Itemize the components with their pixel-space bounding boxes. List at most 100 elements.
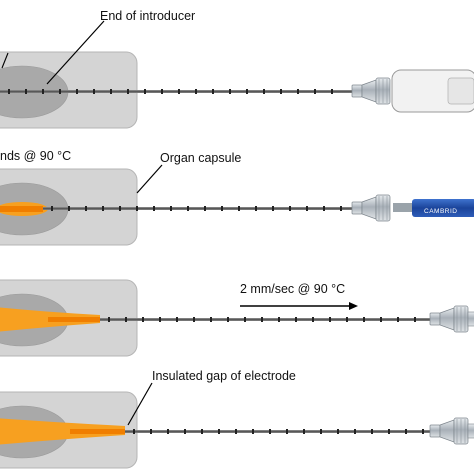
needle-depth-mark <box>221 206 223 211</box>
needle-depth-mark <box>150 429 152 434</box>
panel-pullback <box>0 279 474 357</box>
needle-depth-mark <box>306 206 308 211</box>
needle-depth-mark <box>380 317 382 322</box>
panel-introducer-placement <box>0 51 474 129</box>
needle-depth-mark <box>153 206 155 211</box>
handle-brand-text: CAMBRID <box>424 208 457 215</box>
blue-handle-neck <box>393 203 415 212</box>
needle-depth-mark <box>422 429 424 434</box>
electrode-tip <box>48 317 100 322</box>
needle-depth-mark <box>108 317 110 322</box>
needle-depth-mark <box>85 206 87 211</box>
needle-depth-mark <box>280 89 282 94</box>
needle-depth-mark <box>167 429 169 434</box>
needle-depth-mark <box>176 317 178 322</box>
needle-depth-mark <box>51 206 53 211</box>
needle-depth-mark <box>261 317 263 322</box>
introducer-leader-line <box>46 20 105 85</box>
needle-depth-mark <box>136 206 138 211</box>
needle-shaft <box>125 430 430 433</box>
capsule-leader-line <box>136 164 163 194</box>
hub-collar <box>429 424 441 438</box>
needle-shaft <box>100 318 430 321</box>
needle-depth-mark <box>235 429 237 434</box>
electrode-tip <box>0 206 43 212</box>
hub-cap <box>467 311 474 327</box>
needle-depth-mark <box>42 89 44 94</box>
handle-label-area <box>447 77 474 105</box>
needle-depth-mark <box>201 429 203 434</box>
needle-depth-mark <box>195 89 197 94</box>
needle-depth-mark <box>25 89 27 94</box>
needle-depth-mark <box>405 429 407 434</box>
panel-ablation-start <box>0 168 474 246</box>
needle-depth-mark <box>244 317 246 322</box>
needle-depth-mark <box>331 89 333 94</box>
needle-depth-mark <box>263 89 265 94</box>
needle-depth-mark <box>414 317 416 322</box>
needle-depth-mark <box>144 89 146 94</box>
left-leader-line <box>1 52 9 69</box>
needle-depth-mark <box>68 206 70 211</box>
needle-depth-mark <box>363 317 365 322</box>
needle-depth-mark <box>59 89 61 94</box>
needle-depth-mark <box>229 89 231 94</box>
needle-depth-mark <box>170 206 172 211</box>
needle-depth-mark <box>178 89 180 94</box>
needle-depth-mark <box>255 206 257 211</box>
end-of-introducer-label: End of introducer <box>100 9 196 23</box>
needle-depth-mark <box>210 317 212 322</box>
organ-capsule-label: Organ capsule <box>160 151 242 165</box>
hub-cone <box>361 196 377 220</box>
needle-depth-mark <box>102 206 104 211</box>
needle-depth-mark <box>303 429 305 434</box>
needle-depth-mark <box>337 429 339 434</box>
insulated-gap-label: Insulated gap of electrode <box>152 369 296 383</box>
needle-depth-mark <box>289 206 291 211</box>
needle-depth-mark <box>314 89 316 94</box>
needle-depth-mark <box>93 89 95 94</box>
needle-depth-mark <box>346 317 348 322</box>
needle-depth-mark <box>127 89 129 94</box>
ablation-temperature-label: nds @ 90 °C <box>0 149 72 163</box>
needle-shaft <box>43 207 352 210</box>
pullback-rate-label: 2 mm/sec @ 90 °C <box>240 282 346 296</box>
hub-cap <box>467 423 474 439</box>
needle-depth-mark <box>252 429 254 434</box>
hub-collar <box>351 84 363 98</box>
needle-depth-mark <box>142 317 144 322</box>
needle-depth-mark <box>76 89 78 94</box>
hub-collar <box>351 201 363 215</box>
needle-depth-mark <box>388 429 390 434</box>
needle-depth-mark <box>371 429 373 434</box>
needle-depth-mark <box>125 317 127 322</box>
blue-handle <box>412 199 474 217</box>
needle-depth-mark <box>119 206 121 211</box>
needle-depth-mark <box>269 429 271 434</box>
hub-cone <box>361 79 377 103</box>
needle-depth-mark <box>320 429 322 434</box>
needle-depth-mark <box>312 317 314 322</box>
needle-depth-mark <box>159 317 161 322</box>
needle-depth-mark <box>193 317 195 322</box>
hub-cone <box>439 419 455 443</box>
electrode-tip <box>70 429 125 434</box>
ablation-zone <box>0 418 125 445</box>
pullback-arrow-head <box>349 302 358 310</box>
needle-depth-mark <box>184 429 186 434</box>
gap-leader-line <box>127 382 153 426</box>
hub-cone <box>439 307 455 331</box>
needle-depth-mark <box>212 89 214 94</box>
needle-depth-mark <box>218 429 220 434</box>
needle-depth-mark <box>238 206 240 211</box>
needle-depth-mark <box>272 206 274 211</box>
needle-depth-mark <box>204 206 206 211</box>
needle-depth-mark <box>397 317 399 322</box>
needle-depth-mark <box>354 429 356 434</box>
needle-depth-mark <box>286 429 288 434</box>
needle-depth-mark <box>133 429 135 434</box>
needle-depth-mark <box>297 89 299 94</box>
needle-depth-mark <box>329 317 331 322</box>
needle-depth-mark <box>110 89 112 94</box>
